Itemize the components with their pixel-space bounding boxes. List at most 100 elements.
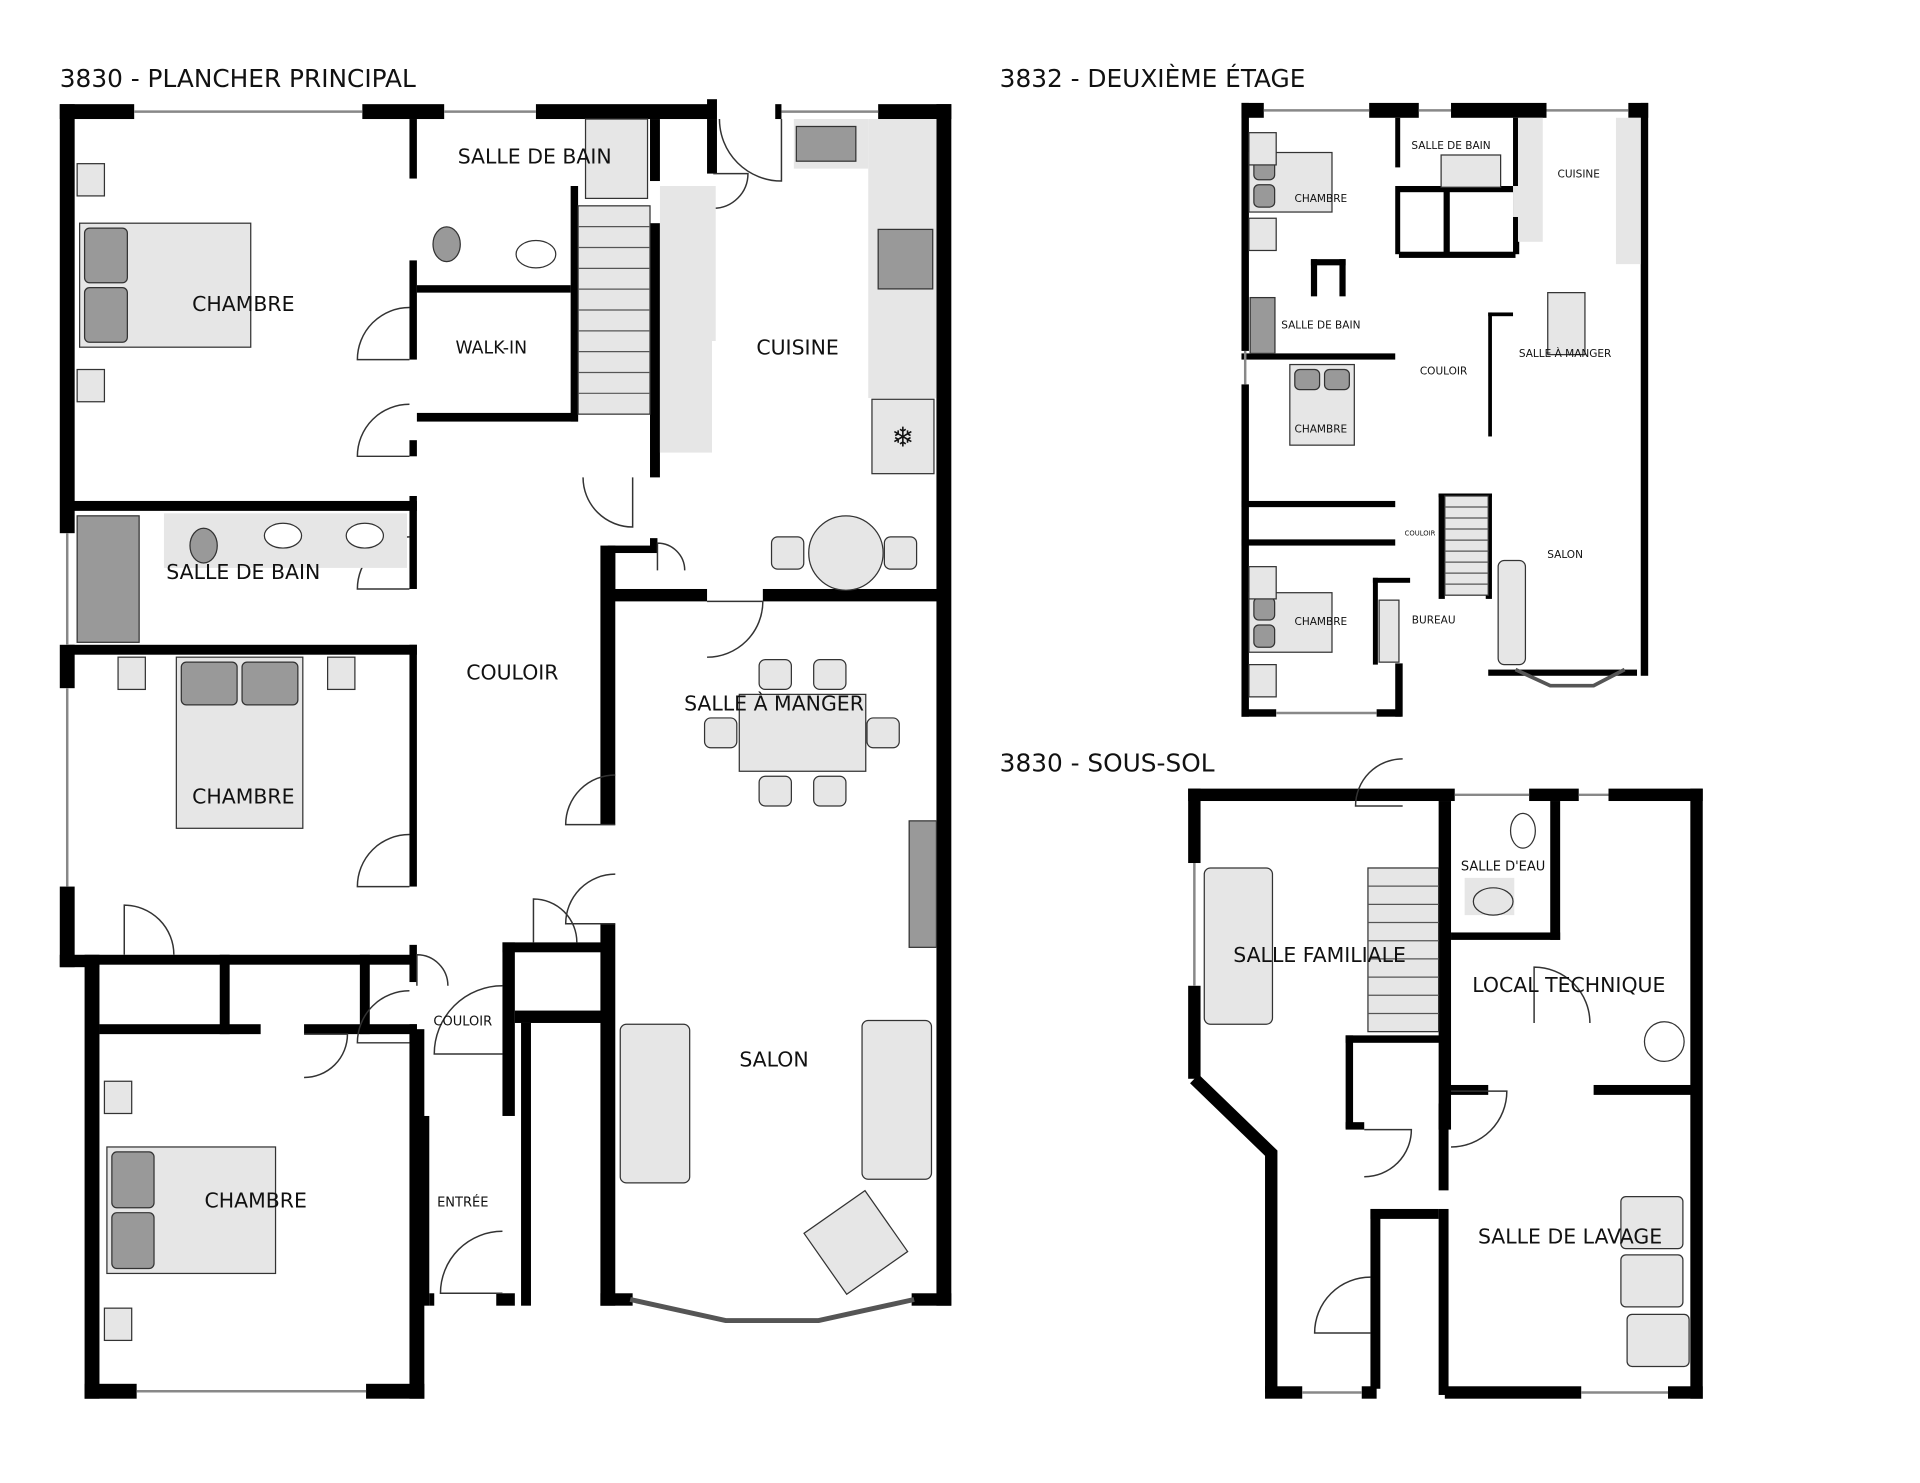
stairs	[1444, 495, 1489, 596]
wall	[1488, 312, 1492, 437]
wall	[1310, 259, 1318, 297]
nightstand	[103, 1080, 133, 1115]
wall	[607, 545, 658, 554]
wall	[1188, 788, 1455, 802]
chair	[770, 536, 805, 570]
upper-label-bath-mid: SALLE DE BAIN	[1281, 320, 1360, 332]
door	[718, 119, 783, 182]
desk	[1378, 599, 1400, 663]
basement-title: 3830 - SOUS-SOL	[1000, 748, 1215, 777]
door	[304, 1033, 349, 1079]
wall	[1451, 102, 1547, 118]
upper-floor-title: 3832 - DEUXIÈME ÉTAGE	[1000, 64, 1306, 93]
toilet	[189, 527, 218, 564]
upper-label-bedroom-3: CHAMBRE	[1294, 616, 1347, 628]
door	[707, 600, 764, 658]
nightstand	[117, 656, 146, 691]
sofa	[1203, 867, 1274, 1025]
wall	[1241, 539, 1396, 546]
wall	[521, 1022, 531, 1306]
wall	[1345, 1122, 1365, 1130]
counter	[1615, 117, 1641, 265]
wall	[936, 104, 952, 1306]
upper-label-hallway-small: COULOIR	[1405, 530, 1436, 538]
wall	[59, 644, 75, 689]
appliance	[1620, 1195, 1684, 1250]
wall	[600, 545, 616, 825]
wall	[1550, 801, 1561, 940]
wall	[1241, 102, 1249, 351]
room-label-walkin: WALK-IN	[455, 338, 527, 358]
nightstand	[76, 368, 106, 403]
wall	[600, 923, 616, 1306]
armchair	[803, 1189, 909, 1296]
door	[713, 172, 749, 210]
wall	[1190, 1074, 1278, 1393]
door	[532, 898, 578, 943]
sink	[795, 125, 857, 162]
wall	[1395, 663, 1403, 717]
wall	[1438, 801, 1452, 1130]
pillow	[241, 661, 299, 706]
basement-label-powder: SALLE D'EAU	[1461, 859, 1545, 874]
wall	[650, 119, 660, 182]
chair	[883, 536, 918, 570]
door	[564, 774, 616, 826]
wall	[1188, 985, 1201, 1079]
wall	[1444, 1084, 1489, 1095]
wall	[1372, 577, 1378, 665]
wall	[775, 104, 782, 120]
appliance	[1620, 1254, 1684, 1308]
room-label-bedroom-3: CHAMBRE	[205, 1189, 307, 1213]
wall	[362, 104, 445, 120]
wall	[1438, 1103, 1449, 1191]
pillow	[1323, 368, 1350, 391]
room-label-entrance: ENTRÉE	[437, 1194, 488, 1210]
nightstand	[1248, 132, 1277, 166]
wall	[1241, 353, 1396, 360]
counter	[659, 185, 716, 341]
upper-label-bedroom-1: CHAMBRE	[1294, 193, 1347, 205]
wall	[1395, 117, 1401, 168]
wall	[1593, 1084, 1693, 1095]
sink	[263, 522, 303, 549]
door	[356, 833, 410, 888]
stove	[877, 228, 934, 290]
pillow	[1253, 184, 1276, 208]
chair	[813, 775, 847, 807]
wall	[409, 260, 417, 360]
basement-label-mechanical: LOCAL TECHNIQUE	[1472, 973, 1665, 997]
wall	[429, 1293, 435, 1306]
toilet	[1472, 887, 1514, 916]
wall	[570, 185, 579, 422]
wall	[1188, 788, 1201, 864]
basement-label-laundry: SALLE DE LAVAGE	[1478, 1225, 1662, 1249]
wall	[409, 495, 417, 589]
wall	[650, 538, 658, 554]
door	[439, 1230, 503, 1295]
room-label-hallway: COULOIR	[466, 661, 558, 685]
bathtub	[1249, 296, 1276, 355]
door	[656, 542, 686, 571]
chair	[758, 775, 792, 807]
room-label-bedroom-1: CHAMBRE	[192, 292, 294, 316]
room-label-hallway-small: COULOIR	[433, 1014, 492, 1029]
sink	[515, 239, 557, 269]
walls	[59, 99, 1703, 1399]
door	[433, 985, 503, 1055]
wall	[416, 285, 571, 293]
pillow	[1294, 368, 1321, 391]
upper-label-office: BUREAU	[1412, 615, 1456, 627]
wall	[99, 1024, 261, 1035]
nightstand	[1248, 217, 1277, 252]
chair	[866, 717, 900, 749]
wall	[1361, 1386, 1377, 1399]
shower	[1440, 154, 1502, 188]
fridge	[871, 398, 935, 475]
door	[1313, 1276, 1371, 1334]
wall	[502, 942, 608, 953]
wall	[1398, 251, 1516, 258]
wall	[1690, 788, 1703, 1399]
counter	[659, 340, 713, 453]
